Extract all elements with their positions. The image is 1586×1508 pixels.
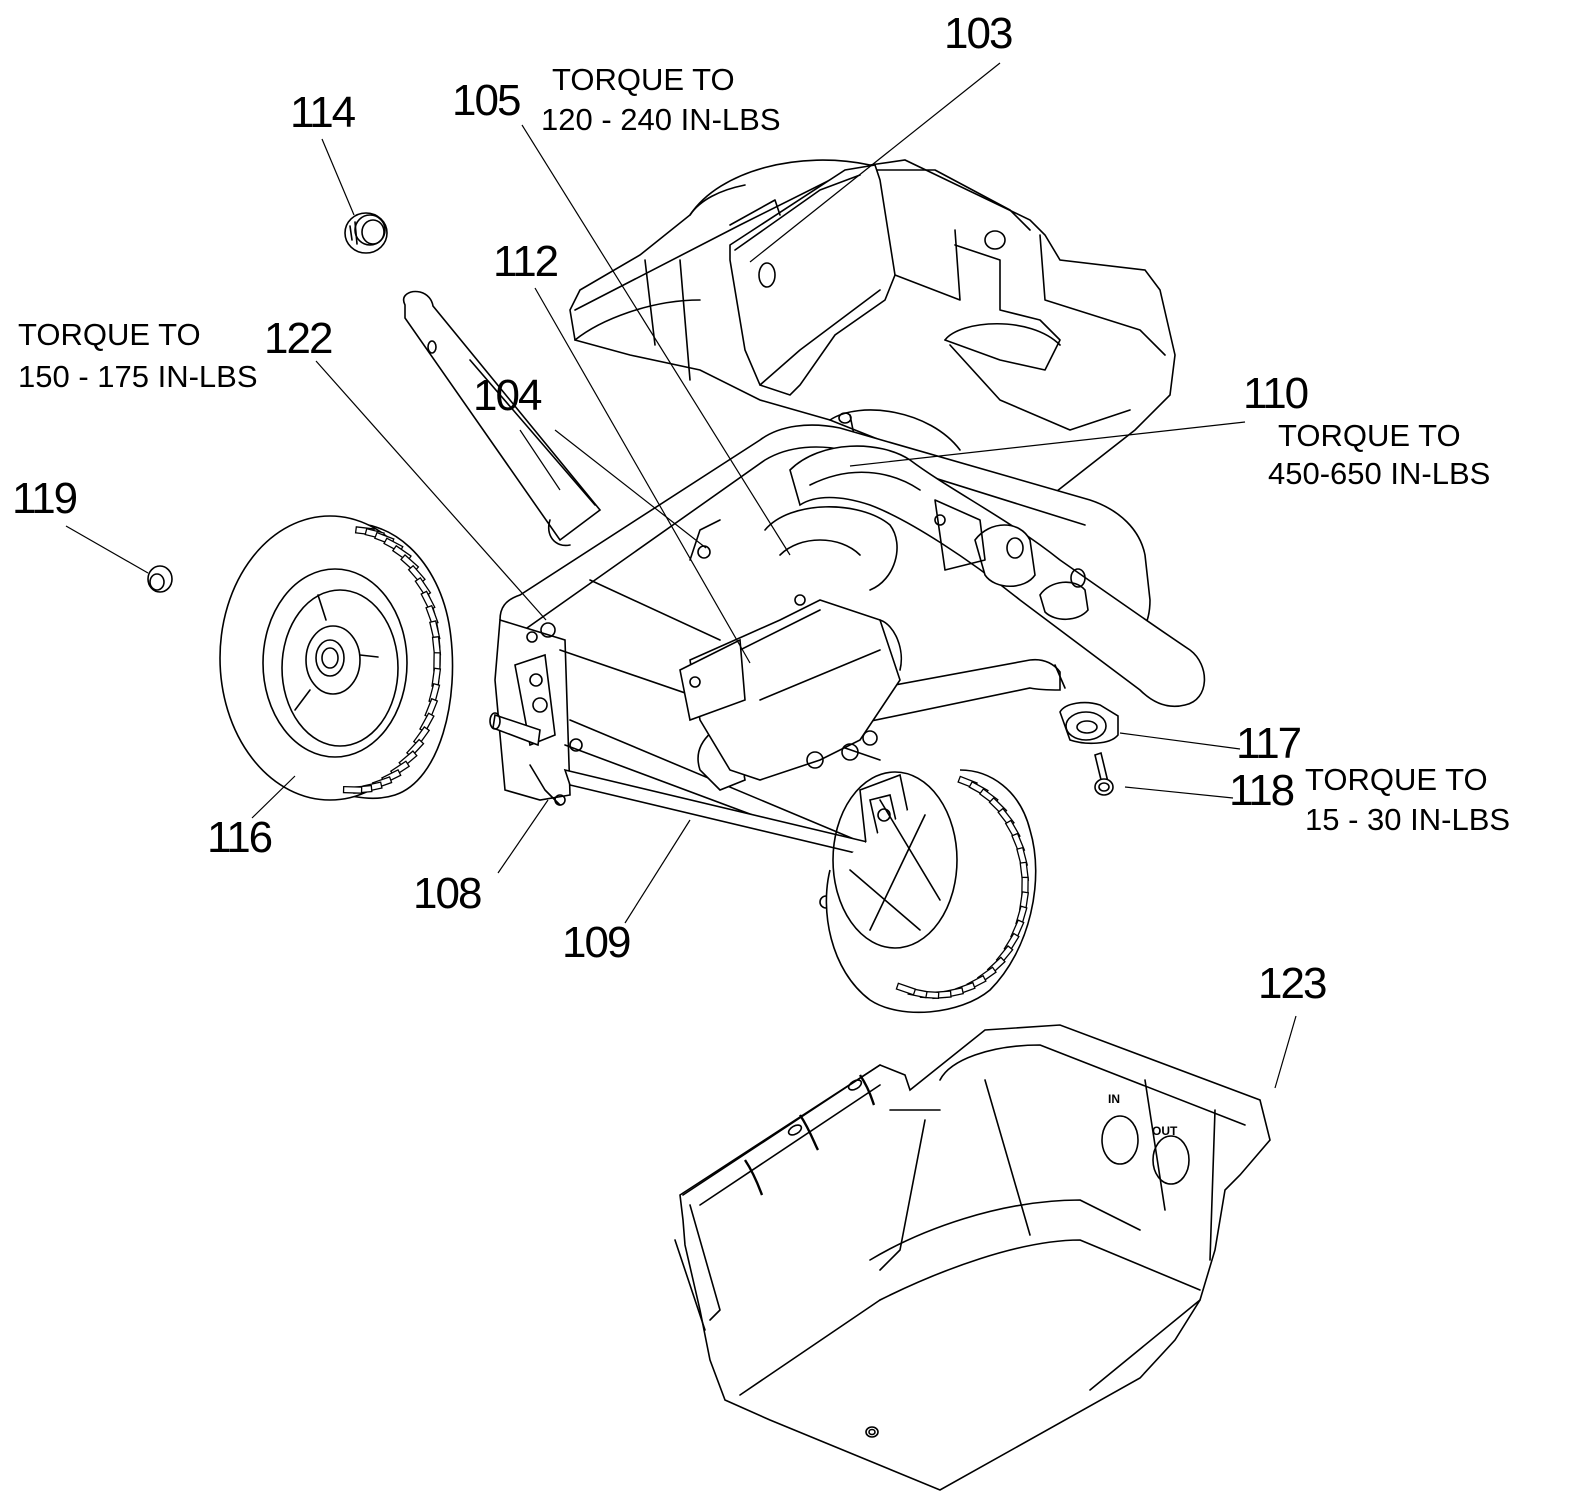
leader-116 — [251, 775, 296, 819]
torque-note-110-line1: TORQUE TO — [1278, 418, 1461, 453]
part-116-wheel-right — [825, 769, 1037, 1014]
leader-117 — [1119, 732, 1241, 750]
callout-labels: 103 104 105 108 109 110 112 114 116 117 … — [12, 9, 1328, 1008]
leader-123 — [1274, 1015, 1297, 1089]
callout-108: 108 — [413, 869, 481, 918]
leader-104-a — [519, 429, 561, 491]
leader-lines — [65, 62, 1297, 1089]
torque-note-105-line2: 120 - 240 IN-LBS — [541, 102, 781, 137]
wheel-tread — [342, 526, 442, 794]
leader-122 — [315, 360, 547, 621]
callout-109: 109 — [562, 918, 630, 967]
part-114-fitting — [344, 212, 388, 254]
callout-118: 118 — [1229, 766, 1294, 815]
part-118-bolt — [1094, 751, 1114, 796]
inlet-marking: IN — [1108, 1092, 1120, 1106]
torque-note-122: TORQUE TO 150 - 175 IN-LBS — [18, 317, 258, 394]
leader-119 — [65, 525, 149, 574]
part-123-pump-cover: IN OUT — [674, 1024, 1271, 1491]
pump-assembly — [679, 445, 1206, 791]
leader-104-b — [554, 429, 707, 549]
leader-118 — [1124, 786, 1234, 799]
torque-note-110: TORQUE TO 450-650 IN-LBS — [1268, 418, 1490, 491]
frame-assembly — [489, 424, 1151, 909]
torque-note-122-line1: TORQUE TO — [18, 317, 201, 352]
torque-note-118-line1: TORQUE TO — [1305, 762, 1488, 797]
torque-note-105: TORQUE TO 120 - 240 IN-LBS — [541, 62, 781, 137]
part-117-bushing — [1059, 701, 1119, 745]
handle-tube — [402, 290, 602, 547]
torque-note-122-line2: 150 - 175 IN-LBS — [18, 359, 258, 394]
leader-105 — [521, 124, 791, 556]
callout-119: 119 — [12, 474, 77, 523]
engine-assembly — [569, 159, 1176, 521]
tread-block — [342, 785, 363, 794]
leader-112 — [534, 287, 751, 664]
callout-123: 123 — [1258, 959, 1326, 1008]
callout-105: 105 — [452, 76, 520, 125]
leader-103 — [749, 62, 1001, 263]
callout-110: 110 — [1243, 369, 1308, 418]
callout-117: 117 — [1236, 719, 1301, 768]
leader-110 — [849, 421, 1246, 467]
torque-notes: TORQUE TO 120 - 240 IN-LBS TORQUE TO 150… — [18, 62, 1510, 837]
part-116-wheel — [219, 515, 454, 801]
callout-114: 114 — [290, 88, 356, 137]
leader-109 — [624, 819, 691, 924]
callout-104: 104 — [473, 371, 542, 420]
outlet-marking: OUT — [1152, 1124, 1178, 1138]
callout-116: 116 — [207, 813, 272, 862]
torque-note-118: TORQUE TO 15 - 30 IN-LBS — [1305, 762, 1510, 837]
callout-122: 122 — [264, 314, 332, 363]
torque-note-110-line2: 450-650 IN-LBS — [1268, 456, 1490, 491]
leader-114 — [321, 138, 355, 216]
part-119-cap — [147, 565, 173, 593]
callout-103: 103 — [944, 9, 1012, 58]
torque-note-118-line2: 15 - 30 IN-LBS — [1305, 802, 1510, 837]
callout-112: 112 — [493, 237, 558, 286]
torque-note-105-line1: TORQUE TO — [552, 62, 735, 97]
wheel-tread — [895, 775, 1030, 1000]
leader-108 — [497, 799, 549, 874]
tread-block — [895, 982, 917, 996]
